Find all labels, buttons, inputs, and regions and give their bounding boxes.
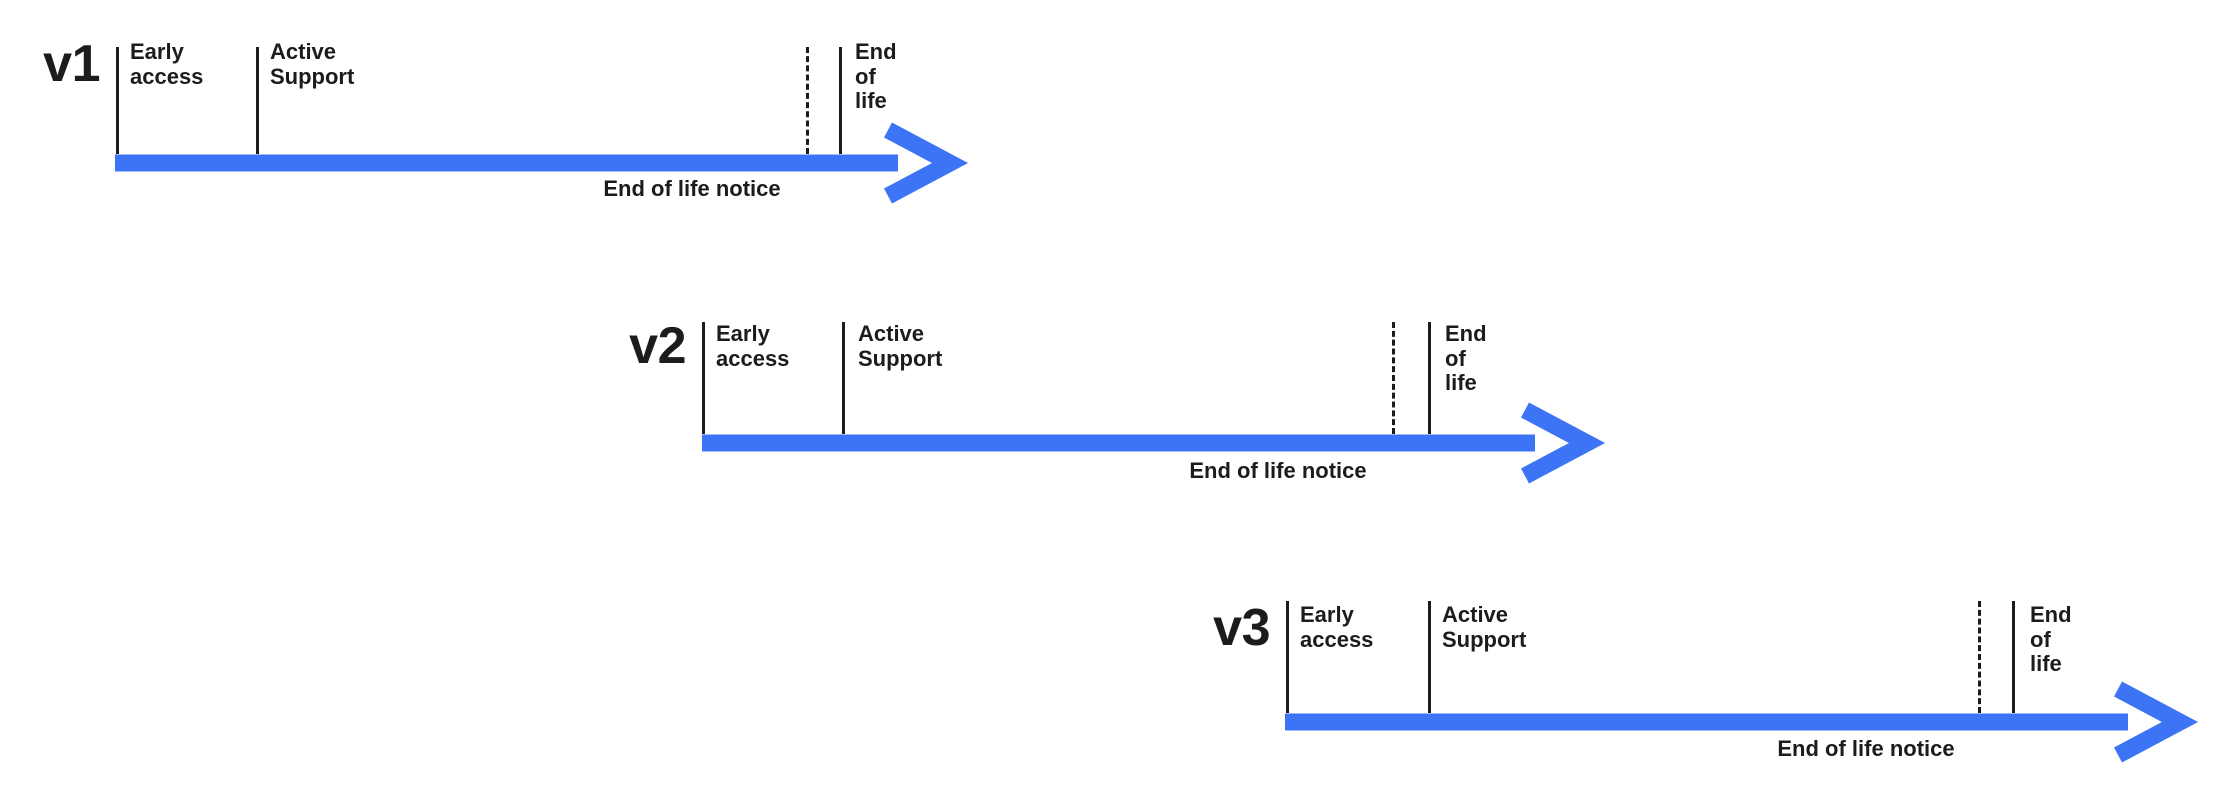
marker-end-of-life-start (839, 47, 842, 154)
timeline-shaft (115, 154, 898, 171)
phase-label-end-of-life: End of life (855, 39, 897, 114)
phase-label-early-access: Early access (130, 39, 204, 89)
timeline-arrowhead (2114, 680, 2199, 763)
timeline-arrow-v3 (1285, 680, 2199, 763)
marker-early-access-start (1286, 601, 1289, 713)
version-label-v1: v1 (43, 35, 100, 93)
phase-label-active-support: Active Support (270, 39, 355, 89)
phase-label-active-support: Active Support (1442, 602, 1527, 652)
timeline-shaft (702, 434, 1535, 451)
phase-label-active-support: Active Support (858, 321, 943, 371)
timeline-shaft (1285, 713, 2128, 730)
marker-end-of-life-start (1428, 322, 1431, 434)
timeline-arrow-v1 (115, 121, 969, 204)
phase-label-end-of-life: End of life (2030, 602, 2072, 677)
marker-early-access-start (116, 47, 119, 154)
marker-end-of-life-notice (1978, 601, 1981, 713)
marker-early-access-start (702, 322, 705, 434)
marker-active-support-start (256, 47, 259, 154)
version-label-v3: v3 (1213, 599, 1270, 657)
end-of-life-notice-label-v2: End of life notice (1189, 458, 1367, 483)
version-label-v2: v2 (629, 317, 686, 375)
marker-active-support-start (842, 322, 845, 434)
marker-end-of-life-start (2012, 601, 2015, 713)
marker-end-of-life-notice (1392, 322, 1395, 434)
timeline-arrowhead (1521, 401, 1606, 484)
phase-label-early-access: Early access (716, 321, 790, 371)
timeline-arrowhead (884, 121, 969, 204)
marker-active-support-start (1428, 601, 1431, 713)
phase-label-end-of-life: End of life (1445, 321, 1487, 396)
marker-end-of-life-notice (806, 47, 809, 154)
end-of-life-notice-label-v3: End of life notice (1777, 736, 1955, 761)
phase-label-early-access: Early access (1300, 602, 1374, 652)
timeline-arrow-v2 (702, 401, 1606, 484)
end-of-life-notice-label-v1: End of life notice (603, 176, 781, 201)
